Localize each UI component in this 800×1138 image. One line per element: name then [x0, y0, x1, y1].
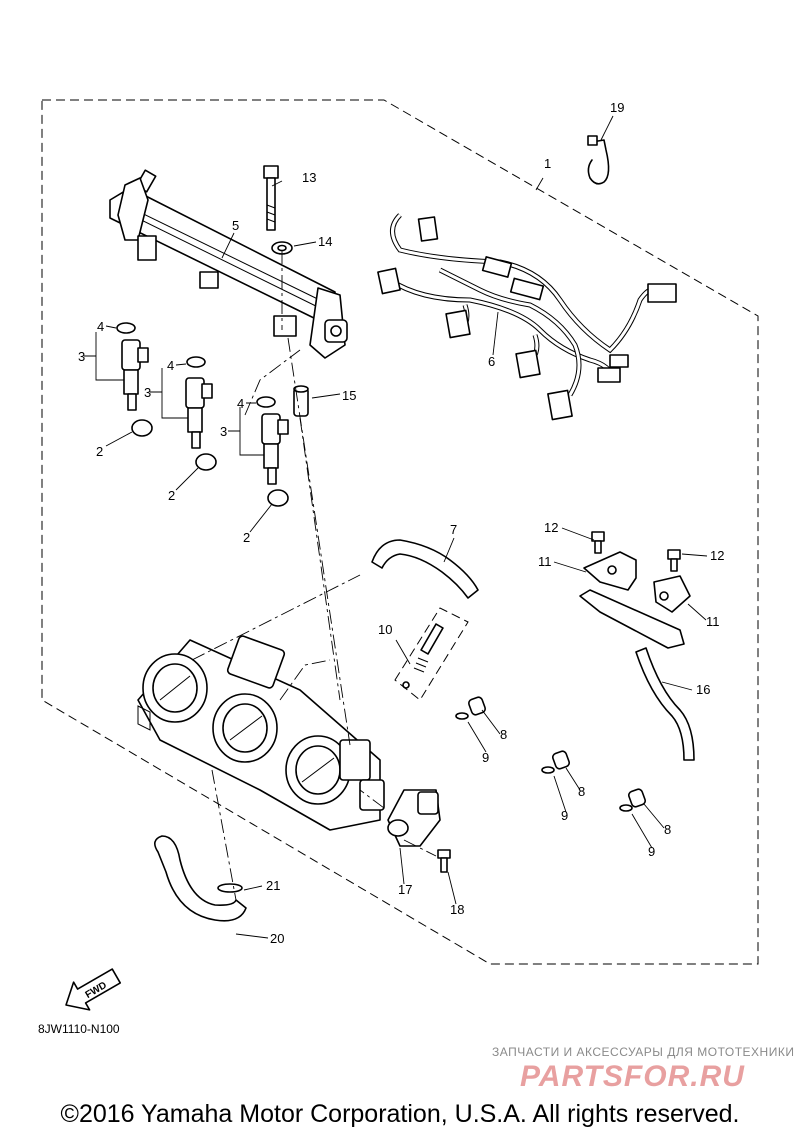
- part-11-bracket[interactable]: [579, 551, 691, 649]
- reference-line: [279, 659, 331, 701]
- part-19-clip[interactable]: [587, 135, 610, 185]
- callout-6: 6: [488, 354, 495, 369]
- part-2-seal-2[interactable]: [195, 453, 217, 471]
- callout-9c: 9: [648, 844, 655, 859]
- callout-2b: 2: [168, 488, 175, 503]
- callout-2c: 2: [243, 530, 250, 545]
- leader-lines: [84, 115, 708, 939]
- reference-line: [191, 574, 361, 661]
- callout-9b: 9: [561, 808, 568, 823]
- reference-line: [287, 337, 351, 746]
- callout-11b: 11: [706, 614, 720, 629]
- callout-7: 7: [450, 522, 457, 537]
- part-15-spacer[interactable]: [293, 385, 309, 417]
- callout-19: 19: [610, 100, 624, 115]
- part-3-injector-1[interactable]: [116, 322, 149, 411]
- callout-2a: 2: [96, 444, 103, 459]
- part-3-injector-2[interactable]: [185, 356, 213, 449]
- callout-8a: 8: [500, 727, 507, 742]
- throttle-body-assembly[interactable]: [137, 635, 385, 831]
- part-12-bolt-b[interactable]: [667, 549, 681, 572]
- callout-5: 5: [232, 218, 239, 233]
- callout-12b: 12: [710, 548, 724, 563]
- part-21-clamp[interactable]: [217, 883, 243, 893]
- reference-line: [211, 769, 237, 901]
- part-9-clip-b[interactable]: [541, 766, 555, 774]
- callout-3b: 3: [144, 385, 151, 400]
- assembly-boundary: [41, 99, 759, 965]
- part-5-fuel-rail[interactable]: [109, 169, 348, 359]
- part-8-cap-c[interactable]: [628, 788, 647, 808]
- callout-1: 1: [544, 156, 551, 171]
- callout-20: 20: [270, 931, 284, 946]
- reference-line: [403, 839, 437, 857]
- diagram-code: 8JW1110-N100: [38, 1022, 120, 1036]
- callout-13: 13: [302, 170, 316, 185]
- reference-line: [359, 789, 385, 809]
- part-16-hose[interactable]: [635, 647, 695, 761]
- part-8-cap-b[interactable]: [552, 750, 571, 770]
- watermark-tagline: ЗАПЧАСТИ И АКСЕССУАРЫ ДЛЯ МОТОТЕХНИКИ: [492, 1045, 795, 1059]
- part-18-screw[interactable]: [437, 849, 451, 873]
- callout-4c: 4: [237, 396, 244, 411]
- part-7-hose[interactable]: [371, 539, 479, 599]
- part-8-cap-a[interactable]: [468, 696, 487, 716]
- callout-10: 10: [378, 622, 392, 637]
- callout-8b: 8: [578, 784, 585, 799]
- callout-14: 14: [318, 234, 332, 249]
- part-12-bolt-a[interactable]: [591, 531, 605, 554]
- part-2-seal-3[interactable]: [267, 489, 289, 507]
- callout-9a: 9: [482, 750, 489, 765]
- callout-4b: 4: [167, 358, 174, 373]
- callout-17: 17: [398, 882, 412, 897]
- callout-11a: 11: [538, 554, 552, 569]
- callout-12a: 12: [544, 520, 558, 535]
- part-3-injector-3[interactable]: [256, 396, 289, 485]
- part-13-bolt[interactable]: [263, 165, 279, 231]
- part-9-clip-c[interactable]: [619, 804, 633, 812]
- part-2-seal-1[interactable]: [131, 419, 153, 437]
- copyright-notice: ©2016 Yamaha Motor Corporation, U.S.A. A…: [60, 1100, 740, 1128]
- part-20-hose[interactable]: [154, 835, 247, 922]
- callout-18: 18: [450, 902, 464, 917]
- fwd-arrow-icon: FWD: [65, 968, 122, 1011]
- reference-line: [299, 417, 341, 701]
- callout-4a: 4: [97, 319, 104, 334]
- watermark-logo: PARTSFOR.RU: [520, 1060, 745, 1093]
- callout-15: 15: [342, 388, 356, 403]
- callout-16: 16: [696, 682, 710, 697]
- callout-3a: 3: [78, 349, 85, 364]
- part-17-sensor[interactable]: [387, 789, 441, 847]
- part-6-wire-harness[interactable]: [377, 213, 677, 421]
- callout-21: 21: [266, 878, 280, 893]
- callout-3c: 3: [220, 424, 227, 439]
- callout-8c: 8: [664, 822, 671, 837]
- part-9-clip-a[interactable]: [455, 712, 469, 720]
- part-10-screw-kit[interactable]: [394, 607, 469, 701]
